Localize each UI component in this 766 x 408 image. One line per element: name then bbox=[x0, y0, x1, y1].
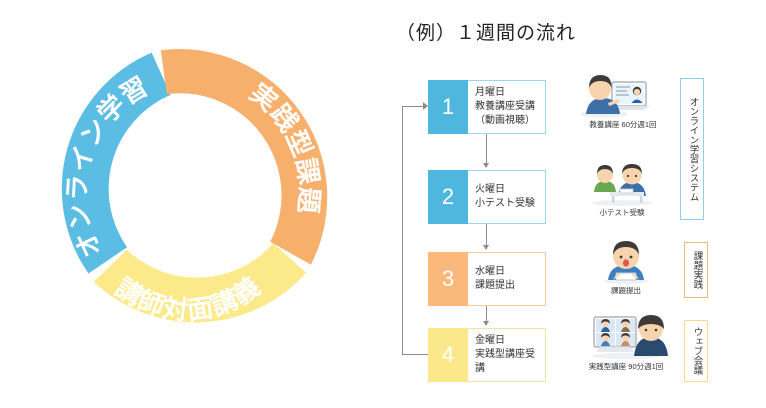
learning-cycle-donut: オンライン学習 実践型課題 講師対面講義 bbox=[48, 28, 358, 358]
step-number-3: 3 bbox=[428, 252, 468, 306]
flow-step-2[interactable]: 2 火曜日 小テスト受験 bbox=[428, 170, 546, 224]
step-body-2: 火曜日 小テスト受験 bbox=[468, 170, 546, 224]
flow-title: （例）１週間の流れ bbox=[396, 23, 577, 44]
illustration-caption-2: 小テスト受験 bbox=[599, 208, 645, 217]
step-number-2: 2 bbox=[428, 170, 468, 224]
person-submitting-assignment-icon bbox=[604, 241, 648, 284]
connector-arrow-step1-step2 bbox=[483, 134, 489, 168]
illustration-caption-3: 課題提出 bbox=[611, 286, 641, 295]
step-day-3: 水曜日 bbox=[475, 266, 505, 278]
step-number-1: 1 bbox=[428, 80, 468, 134]
step-task-3: 課題提出 bbox=[475, 280, 515, 291]
donut-segment-practical bbox=[160, 49, 328, 265]
step-task-1: 教養講座受講 bbox=[475, 101, 535, 113]
category-label-assignment-practice: 課題実践 bbox=[684, 242, 708, 298]
donut-segment-online bbox=[61, 52, 171, 274]
donut-segment-lecture bbox=[93, 243, 307, 323]
loop-arrow-icon bbox=[423, 102, 428, 110]
step-task-2: 小テスト受験 bbox=[475, 198, 535, 209]
step-day-1: 月曜日 bbox=[475, 87, 505, 99]
step-day-2: 火曜日 bbox=[475, 184, 505, 196]
illustration-caption-4: 実践型講座 90分週1回 bbox=[588, 362, 664, 371]
students-taking-test-icon bbox=[592, 164, 652, 206]
category-label-online-system-text: オンライン学習システム bbox=[687, 96, 699, 202]
illustration-step-1: 教養講座 60分週1回 bbox=[578, 72, 668, 130]
step-note-1: （動画視聴） bbox=[475, 114, 535, 126]
step-body-3: 水曜日 課題提出 bbox=[468, 252, 546, 306]
step-number-4: 4 bbox=[428, 328, 468, 382]
category-label-web-meeting: ウェブ会議 bbox=[684, 320, 708, 382]
step-body-4: 金曜日 実践型講座受講 bbox=[468, 328, 546, 382]
loop-connector-top bbox=[402, 106, 425, 107]
category-label-online-system: オンライン学習システム bbox=[680, 78, 704, 220]
step-task-4: 実践型講座受講 bbox=[475, 349, 535, 374]
flow-step-4[interactable]: 4 金曜日 実践型講座受講 bbox=[428, 328, 546, 382]
person-watching-video-lecture-icon bbox=[580, 75, 650, 118]
category-label-web-meeting-text: ウェブ会議 bbox=[691, 327, 703, 375]
illustration-step-2: 小テスト受験 bbox=[582, 162, 662, 218]
illustration-step-3: 課題提出 bbox=[588, 240, 664, 296]
step-body-1: 月曜日 教養講座受講 （動画視聴） bbox=[468, 80, 546, 134]
illustration-step-4: 実践型講座 90分週1回 bbox=[576, 314, 676, 372]
flow-step-3[interactable]: 3 水曜日 課題提出 bbox=[428, 252, 546, 306]
connector-arrow-step3-step4 bbox=[483, 306, 489, 326]
weekly-flow: 1 月曜日 教養講座受講 （動画視聴） 2 火曜日 小テスト受験 3 水曜日 課… bbox=[396, 66, 756, 396]
step-day-4: 金曜日 bbox=[475, 335, 505, 347]
connector-arrow-step2-step3 bbox=[483, 224, 489, 250]
illustration-caption-1: 教養講座 60分週1回 bbox=[589, 120, 657, 129]
loop-connector-bottom bbox=[402, 354, 429, 355]
category-label-assignment-practice-text: 課題実践 bbox=[691, 251, 703, 289]
web-conference-icon bbox=[592, 315, 668, 360]
loop-connector-vertical bbox=[402, 106, 403, 355]
flow-step-1[interactable]: 1 月曜日 教養講座受講 （動画視聴） bbox=[428, 80, 546, 134]
